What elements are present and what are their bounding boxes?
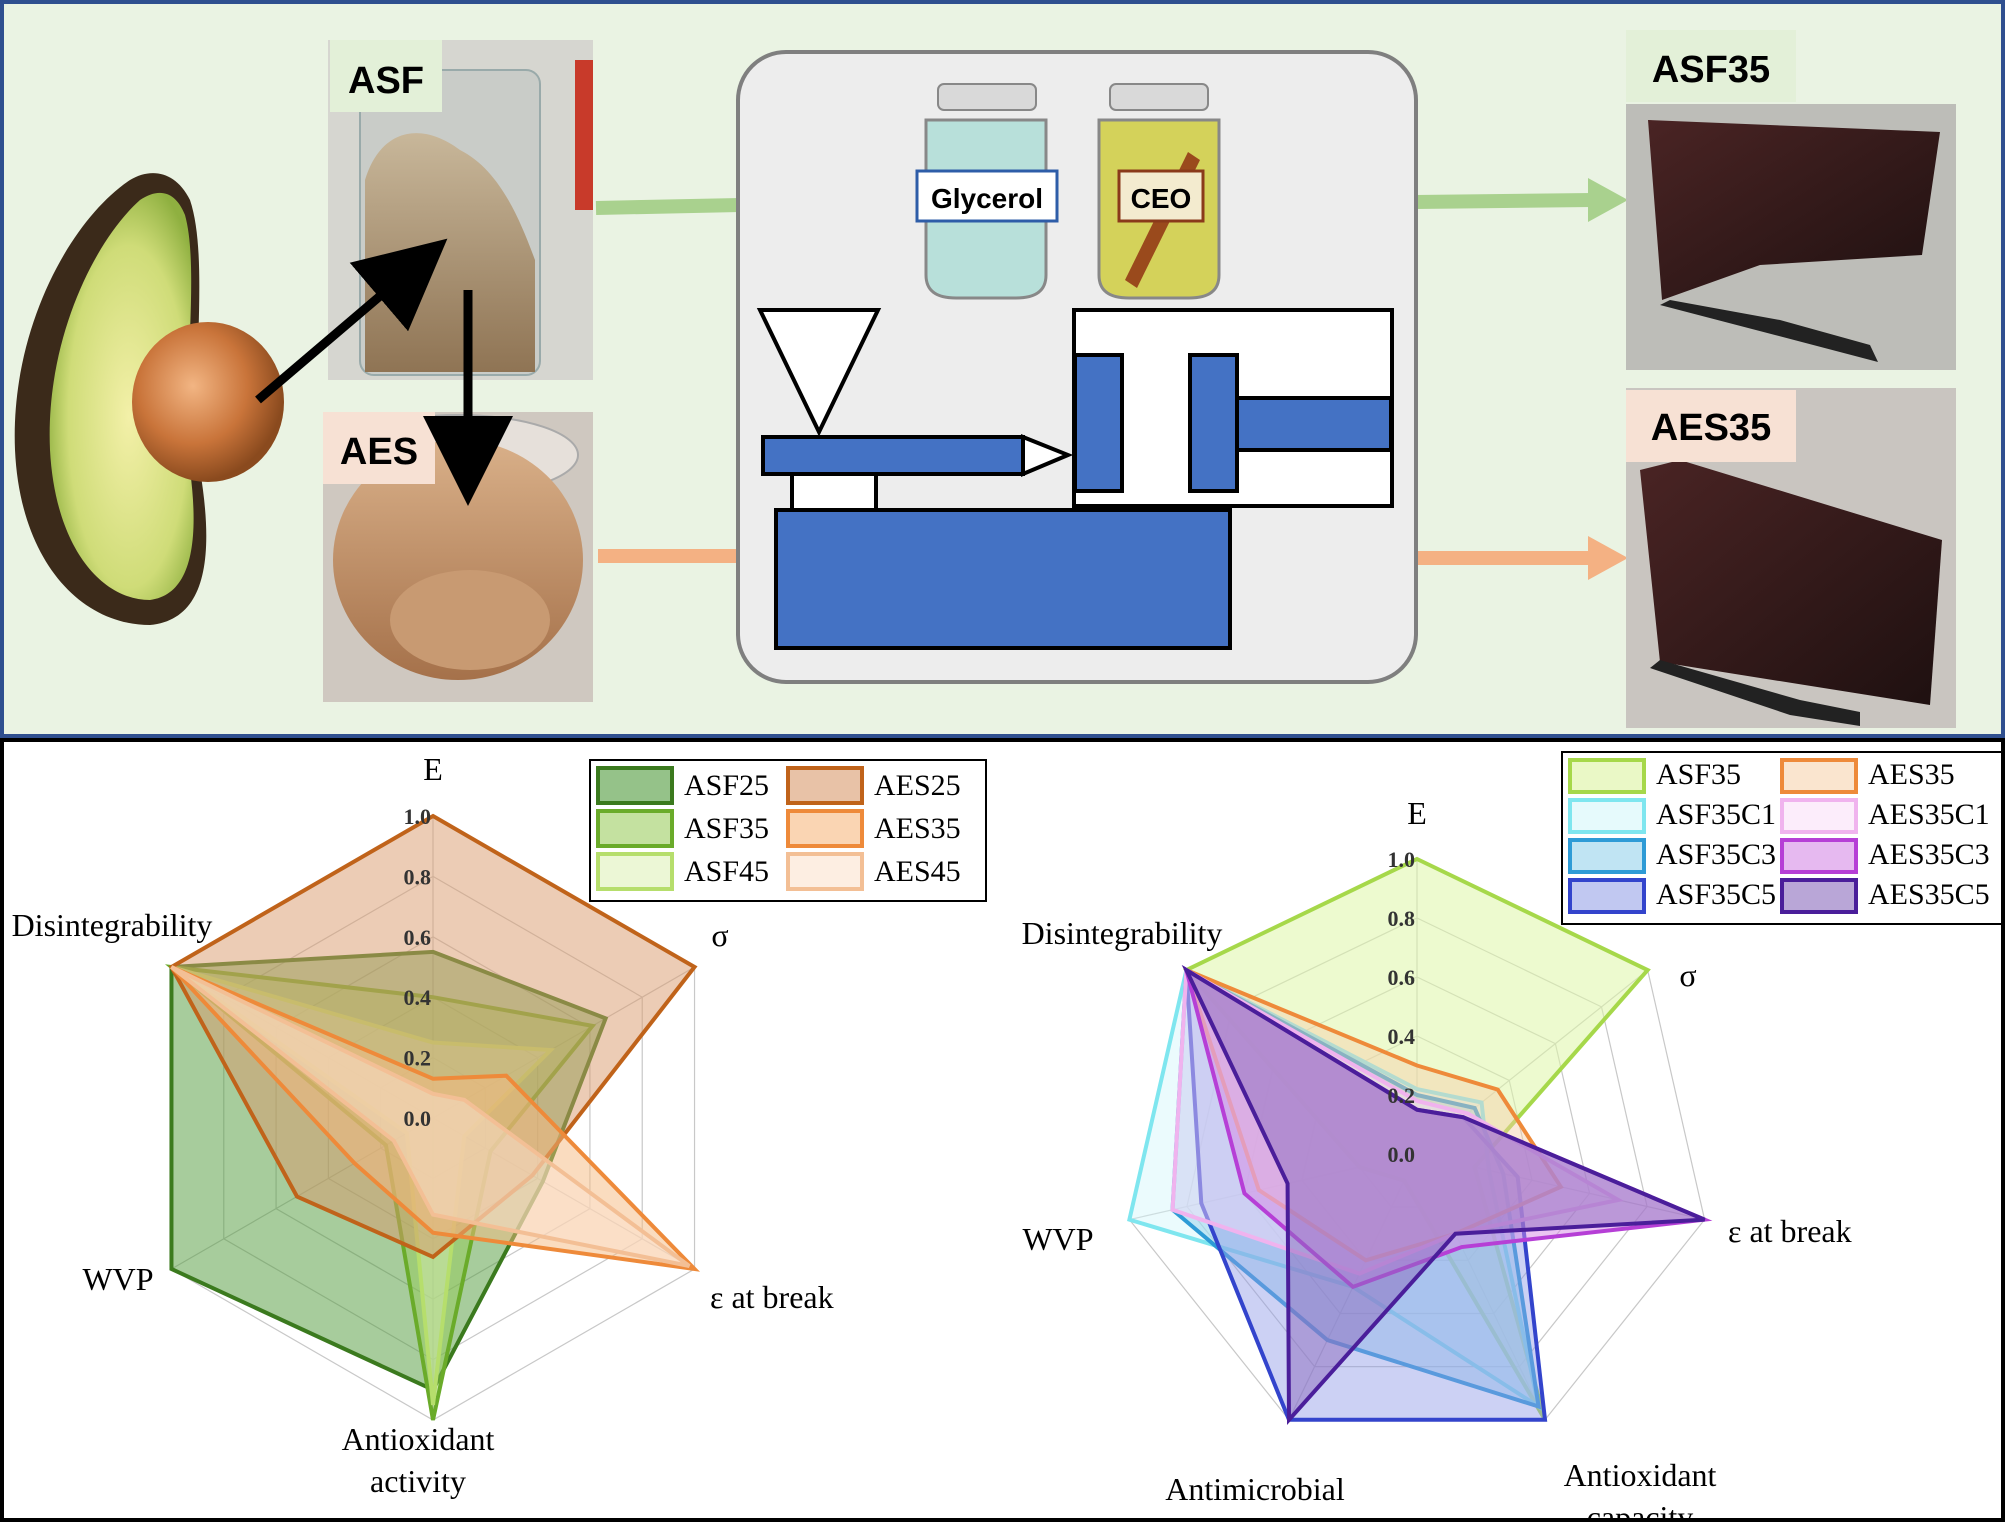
axis-label-antimicrobial-activity: Antimicrobialactivity: [1165, 1471, 1345, 1522]
axis-label-wvp: WVP: [82, 1261, 153, 1297]
asf-label-box: [330, 40, 442, 112]
legend-swatch-asf35: [1568, 758, 1646, 794]
series-aes45-polygon: [170, 965, 691, 1268]
glycerol-jar: Glycerol: [915, 83, 1059, 300]
axis-label-disintegrability: Disintegrability: [12, 907, 213, 943]
axis-label-σ: σ: [711, 917, 728, 953]
mold-left-icon: [1073, 353, 1124, 493]
asf35-label-box: [1626, 30, 1796, 102]
axis-label-e: E: [1407, 795, 1427, 831]
axis-label-wvp: WVP: [1022, 1221, 1093, 1257]
legend-swatch-aes35c1: [1780, 798, 1858, 834]
glycerol-label: Glycerol: [931, 183, 1043, 214]
legend-label-aes35c3: AES35C3: [1868, 838, 1990, 871]
asf35-photo: [1626, 104, 1956, 370]
legend-label-asf45: ASF45: [684, 855, 769, 888]
legend-label-aes35: AES35: [1868, 758, 1955, 791]
series-aes35c5-polygon: [1181, 964, 1706, 1425]
legend-label-asf25: ASF25: [684, 769, 769, 802]
legend-label-aes45: AES45: [874, 855, 961, 888]
legend-swatch-aes35c5: [1780, 878, 1858, 914]
legend-label-asf35c3: ASF35C3: [1656, 838, 1776, 871]
axis-label-e: E: [423, 751, 443, 787]
axis-label-disintegrability: Disintegrability: [1022, 915, 1223, 951]
legend-swatch-asf35c5: [1568, 878, 1646, 914]
tick-label: 0.4: [1388, 1024, 1416, 1049]
asf35-label: ASF35: [1652, 49, 1770, 91]
legend-swatch-asf25: [596, 766, 674, 805]
tick-label: 0.6: [1388, 965, 1416, 990]
legend-label-aes35c1: AES35C1: [1868, 798, 1990, 831]
axis-label-ε-at-break: ε at break: [1728, 1213, 1852, 1249]
legend-swatch-asf35c3: [1568, 838, 1646, 874]
avocado-illustration: [14, 173, 284, 626]
tick-label: 1.0: [404, 804, 432, 829]
radar-charts: 0.0 0.2 0.4 0.6 0.8 1.0 Eσ ε at breakAntioxidan…: [0, 738, 2005, 1527]
asf-flow-in-arrow: [595, 198, 741, 215]
seed-to-asf-arrow: [255, 238, 448, 404]
legend-swatch-aes35c3: [1780, 838, 1858, 874]
clamp-piston-icon: [1235, 396, 1393, 452]
legend-swatch-aes35: [786, 809, 864, 848]
process-schematic: ASF AES Glycerol CEO: [0, 0, 2005, 738]
process-schematic-panel: ASF AES Glycerol CEO: [0, 0, 2005, 738]
axis-label-ε-at-break: ε at break: [710, 1279, 834, 1315]
legend-swatch-aes25: [786, 766, 864, 805]
legend-label-asf35c5: ASF35C5: [1656, 878, 1776, 911]
machine-base-icon: [774, 508, 1232, 650]
tick-label: 0.8: [404, 864, 432, 889]
radar-chart-formulation: 0.0 0.2 0.4 0.6 0.8 1.0 Eσ ε at breakAntioxidan…: [12, 751, 834, 1499]
aes35-label: AES35: [1651, 407, 1771, 449]
tick-label: 0.8: [1388, 906, 1416, 931]
ceo-jar: CEO: [1097, 83, 1221, 300]
legend-label-aes35: AES35: [874, 812, 961, 845]
barrel-icon: [761, 435, 1025, 476]
asf-flow-out-arrow: [1414, 193, 1593, 209]
hopper-icon: [756, 308, 882, 437]
tick-label: 0.2: [1388, 1083, 1416, 1108]
ceo-label: CEO: [1131, 183, 1192, 214]
legend-swatch-asf45: [596, 852, 674, 891]
legend-label-aes35c5: AES35C5: [1868, 878, 1990, 911]
tick-label: 1.0: [1388, 847, 1416, 872]
aes-label-box: [323, 412, 435, 484]
legend-label-asf35: ASF35: [684, 812, 769, 845]
legend-swatch-asf35c1: [1568, 798, 1646, 834]
legend-label-asf35c1: ASF35C1: [1656, 798, 1776, 831]
legend-swatch-aes35: [1780, 758, 1858, 794]
tick-label: 0.4: [404, 985, 432, 1010]
aes35-label-box: [1626, 390, 1796, 462]
axis-label-σ: σ: [1679, 957, 1696, 993]
injection-molding-machine-icon: [756, 308, 1394, 650]
tick-label: 0.6: [404, 925, 432, 950]
legend-swatch-aes45: [786, 852, 864, 891]
legend-label-aes25: AES25: [874, 769, 961, 802]
tick-label: 0.2: [404, 1046, 432, 1071]
avocado-seed: [132, 322, 284, 482]
aes-label: AES: [340, 431, 418, 473]
legend-label-asf35: ASF35: [1656, 758, 1741, 791]
tick-label: 0.0: [1388, 1142, 1416, 1167]
mold-right-icon: [1188, 353, 1239, 493]
asf-label: ASF: [348, 60, 424, 102]
legend-swatch-asf35: [596, 809, 674, 848]
tick-label: 0.0: [404, 1106, 432, 1131]
